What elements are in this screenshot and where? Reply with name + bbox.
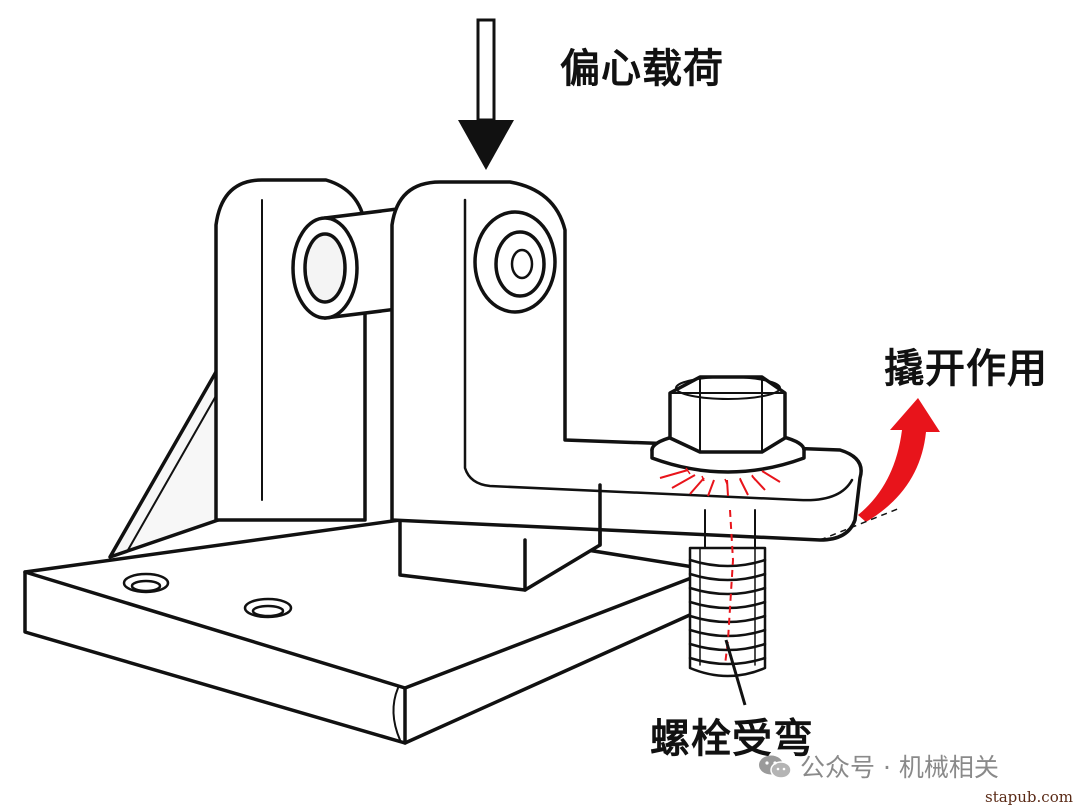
bolt-head	[650, 375, 806, 474]
bolt-bending-label: 螺栓受弯	[650, 716, 814, 762]
load-arrow-icon	[458, 18, 514, 170]
bolt-leader	[724, 639, 747, 706]
site-url: stapub.com	[985, 788, 1073, 806]
wechat-icon	[759, 755, 792, 779]
front-bracket	[390, 180, 863, 547]
base-plate	[23, 518, 714, 745]
watermark: 公众号 · 机械相关	[758, 748, 999, 784]
prying-arrow-icon	[858, 398, 940, 522]
prying-action-label: 撬开作用	[884, 346, 1048, 392]
bolt-axis	[724, 509, 735, 666]
base-mounting-holes	[122, 572, 293, 619]
stress-rays	[659, 467, 781, 497]
eccentric-load-label: 偏心载荷	[560, 46, 724, 92]
watermark-text: 公众号 · 机械相关	[800, 753, 999, 782]
bolt-threads	[688, 546, 767, 678]
deflection-line	[819, 507, 901, 541]
